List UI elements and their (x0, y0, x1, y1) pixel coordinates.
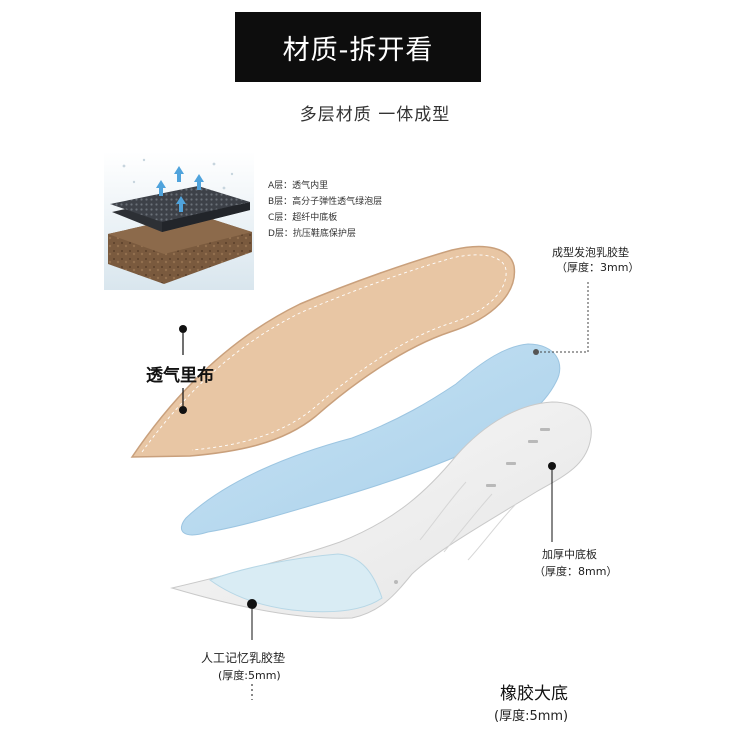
layer-diagram (104, 152, 254, 290)
memory-pad-thickness: (厚度:5mm) (218, 669, 281, 682)
foam-pad-thickness: （厚度：3mm） (556, 261, 640, 274)
legend-item: B层：高分子弹性透气绿泡层 (268, 197, 383, 207)
page-title: 材质-拆开看 (282, 34, 434, 66)
foam-pad (181, 343, 561, 536)
outsole-texture (419, 481, 517, 561)
title-banner: 材质-拆开看 (235, 12, 481, 82)
mesh-edge (162, 202, 250, 232)
foam-pad-label: 成型发泡乳胶垫 (552, 246, 629, 259)
page-subtitle: 多层材质 一体成型 (299, 105, 451, 125)
legend-item: A层：透气内里 (268, 181, 329, 191)
outsole-vents (394, 428, 550, 584)
memory-pad-callout (247, 599, 257, 700)
memory-pad-label: 人工记忆乳胶垫 (201, 651, 286, 665)
layer-legend: A层：透气内里 B层：高分子弹性透气绿泡层 C层：超纤中底板 D层：抗压鞋底保护… (268, 178, 382, 242)
legend-item: C层：超纤中底板 (268, 213, 338, 223)
outsole-label: 橡胶大底 (500, 684, 568, 704)
lining-callout (179, 325, 187, 414)
mist-dots (122, 158, 234, 190)
foam-pad-marker (533, 349, 539, 355)
memory-latex-pad (208, 553, 383, 613)
lining-label: 透气里布 (146, 366, 214, 386)
lining-insole (130, 245, 516, 458)
legend-item: D层：抗压鞋底保护层 (268, 229, 356, 239)
outsole-thickness: (厚度:5mm) (494, 709, 569, 724)
midsole-thickness: （厚度：8mm） (534, 565, 618, 578)
airflow-arrows (156, 166, 204, 212)
lining-stitching (141, 254, 507, 453)
midsole-label: 加厚中底板 (542, 548, 597, 561)
foam-pad-callout (536, 282, 589, 353)
midsole-callout (548, 462, 556, 542)
soil-top (108, 214, 252, 254)
